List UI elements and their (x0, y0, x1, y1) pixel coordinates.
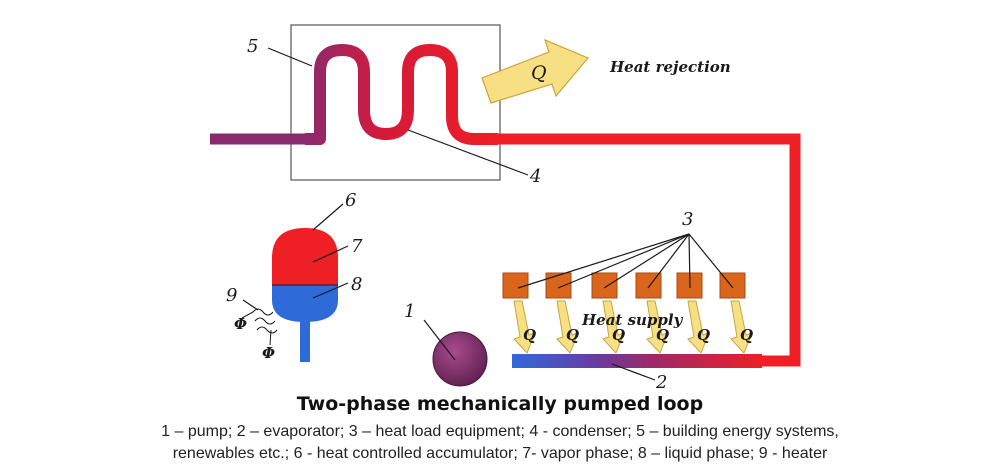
liquid-phase-region (272, 285, 338, 322)
label-9: 9 (226, 285, 237, 306)
caption-line-1: 1 – pump; 2 – evaporator; 3 – heat load … (161, 423, 839, 440)
accumulator (272, 228, 338, 362)
label-2: 2 (655, 372, 667, 393)
heat-rejection-symbol: Q (531, 62, 547, 84)
accumulator-pipe (300, 318, 310, 362)
heat-input-symbols: Q Q Q Q Q Q (523, 326, 753, 344)
svg-text:Q: Q (612, 326, 625, 344)
condenser-coil (305, 44, 498, 145)
label-6: 6 (345, 190, 356, 211)
label-5: 5 (247, 36, 258, 57)
pump (432, 331, 488, 387)
svg-text:Q: Q (523, 326, 536, 344)
label-4: 4 (529, 166, 541, 187)
label-3: 3 (682, 209, 693, 230)
svg-text:Q: Q (656, 326, 669, 344)
heater-symbol-2: Φ (262, 344, 275, 362)
heat-rejection-arrow (481, 38, 589, 104)
heater-symbol-1: Φ (234, 315, 247, 333)
label-1: 1 (404, 301, 415, 322)
heat-rejection-label: Heat rejection (609, 58, 731, 76)
loop-diagram: Φ Φ Q Q Q Q Q Q Q (204, 24, 801, 393)
svg-text:Q: Q (740, 326, 753, 344)
svg-text:Q: Q (697, 326, 710, 344)
heat-supply-arrows (513, 300, 753, 354)
leader-lines (242, 47, 734, 381)
svg-text:Q: Q (566, 326, 579, 344)
heat-load-equipment (502, 272, 746, 299)
caption-line-2: renewables etc.; 6 - heat controlled acc… (172, 445, 828, 462)
pipe-right (495, 133, 801, 367)
evaporator (512, 354, 762, 368)
vapor-phase-region (272, 228, 338, 285)
label-8: 8 (351, 274, 362, 295)
heater (241, 308, 278, 346)
label-7: 7 (351, 236, 363, 257)
heat-supply-label: Heat supply (581, 311, 684, 329)
caption-title: Two-phase mechanically pumped loop (296, 393, 704, 415)
